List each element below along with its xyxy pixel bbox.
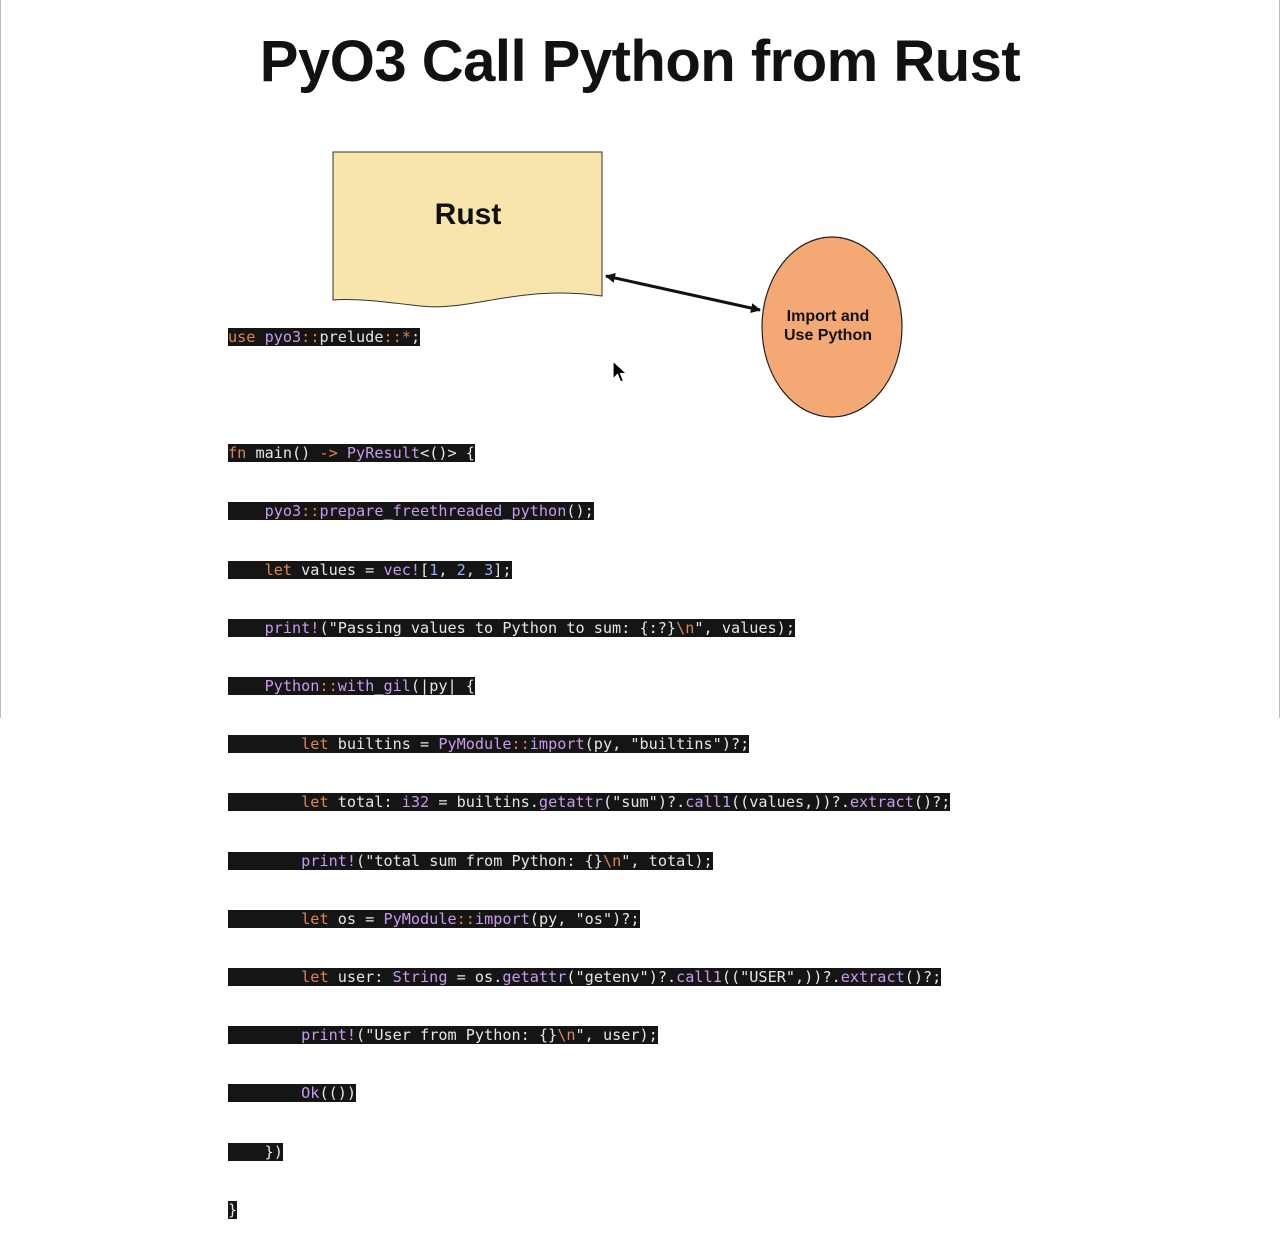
code-line[interactable] bbox=[228, 386, 950, 405]
code-line-text: let user: String = os.getattr("getenv")?… bbox=[228, 968, 942, 987]
code-line-text: print!("User from Python: {}\n", user); bbox=[228, 1026, 658, 1045]
code-line[interactable]: let total: i32 = builtins.getattr("sum")… bbox=[228, 793, 951, 812]
bidirectional-arrow bbox=[605, 273, 761, 313]
rust-label: Rust bbox=[434, 198, 502, 231]
diagram-canvas bbox=[332, 151, 903, 418]
code-line-text: Python::with_gil(|py| { bbox=[228, 677, 475, 696]
code-line-text: print!("total sum from Python: {}\n", to… bbox=[228, 851, 713, 870]
code-line-text: let builtins = PyModule::import(py, "bui… bbox=[228, 735, 750, 754]
code-line-text: print!("Passing values to Python to sum:… bbox=[228, 618, 795, 637]
code-line[interactable]: fn main() -> PyResult<()> { bbox=[228, 444, 950, 463]
code-line[interactable]: pyo3::prepare_freethreaded_python(); bbox=[228, 502, 950, 521]
rust-document-shape bbox=[332, 151, 603, 308]
mouse-pointer-icon bbox=[612, 360, 628, 383]
code-line-text: use pyo3::prelude::*; bbox=[228, 327, 421, 346]
code-line-text: } bbox=[228, 1200, 238, 1219]
code-line-text: }) bbox=[228, 1142, 283, 1161]
code-line[interactable]: }) bbox=[228, 1142, 950, 1162]
code-line-text: Ok(()) bbox=[228, 1084, 357, 1103]
python-label-line1: Import and bbox=[786, 308, 870, 325]
python-label: Import and Use Python bbox=[770, 307, 886, 345]
code-line[interactable]: print!("Passing values to Python to sum:… bbox=[228, 618, 950, 638]
code-line[interactable]: let values = vec![1, 2, 3]; bbox=[228, 560, 950, 580]
code-line-text: let values = vec![1, 2, 3]; bbox=[228, 560, 512, 579]
code-line[interactable]: use pyo3::prelude::*; bbox=[228, 327, 950, 347]
code-line[interactable]: Ok(()) bbox=[228, 1084, 950, 1103]
code-block[interactable]: use pyo3::prelude::*; fn main() -> PyRes… bbox=[228, 289, 951, 1240]
code-line[interactable]: } bbox=[228, 1200, 950, 1220]
code-line-text: let total: i32 = builtins.getattr("sum")… bbox=[228, 793, 951, 812]
python-label-line2: Use Python bbox=[783, 327, 872, 344]
slide-title: PyO3 Call Python from Rust bbox=[259, 29, 1021, 94]
code-line[interactable]: let builtins = PyModule::import(py, "bui… bbox=[228, 735, 950, 754]
code-line[interactable]: print!("total sum from Python: {}\n", to… bbox=[228, 851, 950, 871]
code-line-text: let os = PyModule::import(py, "os")?; bbox=[228, 909, 640, 928]
code-line[interactable]: let user: String = os.getattr("getenv")?… bbox=[228, 968, 950, 987]
code-line[interactable]: let os = PyModule::import(py, "os")?; bbox=[228, 909, 950, 929]
code-line-text: fn main() -> PyResult<()> { bbox=[228, 444, 475, 463]
code-line[interactable]: print!("User from Python: {}\n", user); bbox=[228, 1026, 950, 1045]
code-line[interactable]: Python::with_gil(|py| { bbox=[228, 677, 950, 696]
code-line-text: pyo3::prepare_freethreaded_python(); bbox=[228, 502, 594, 521]
python-ellipse bbox=[761, 236, 903, 418]
